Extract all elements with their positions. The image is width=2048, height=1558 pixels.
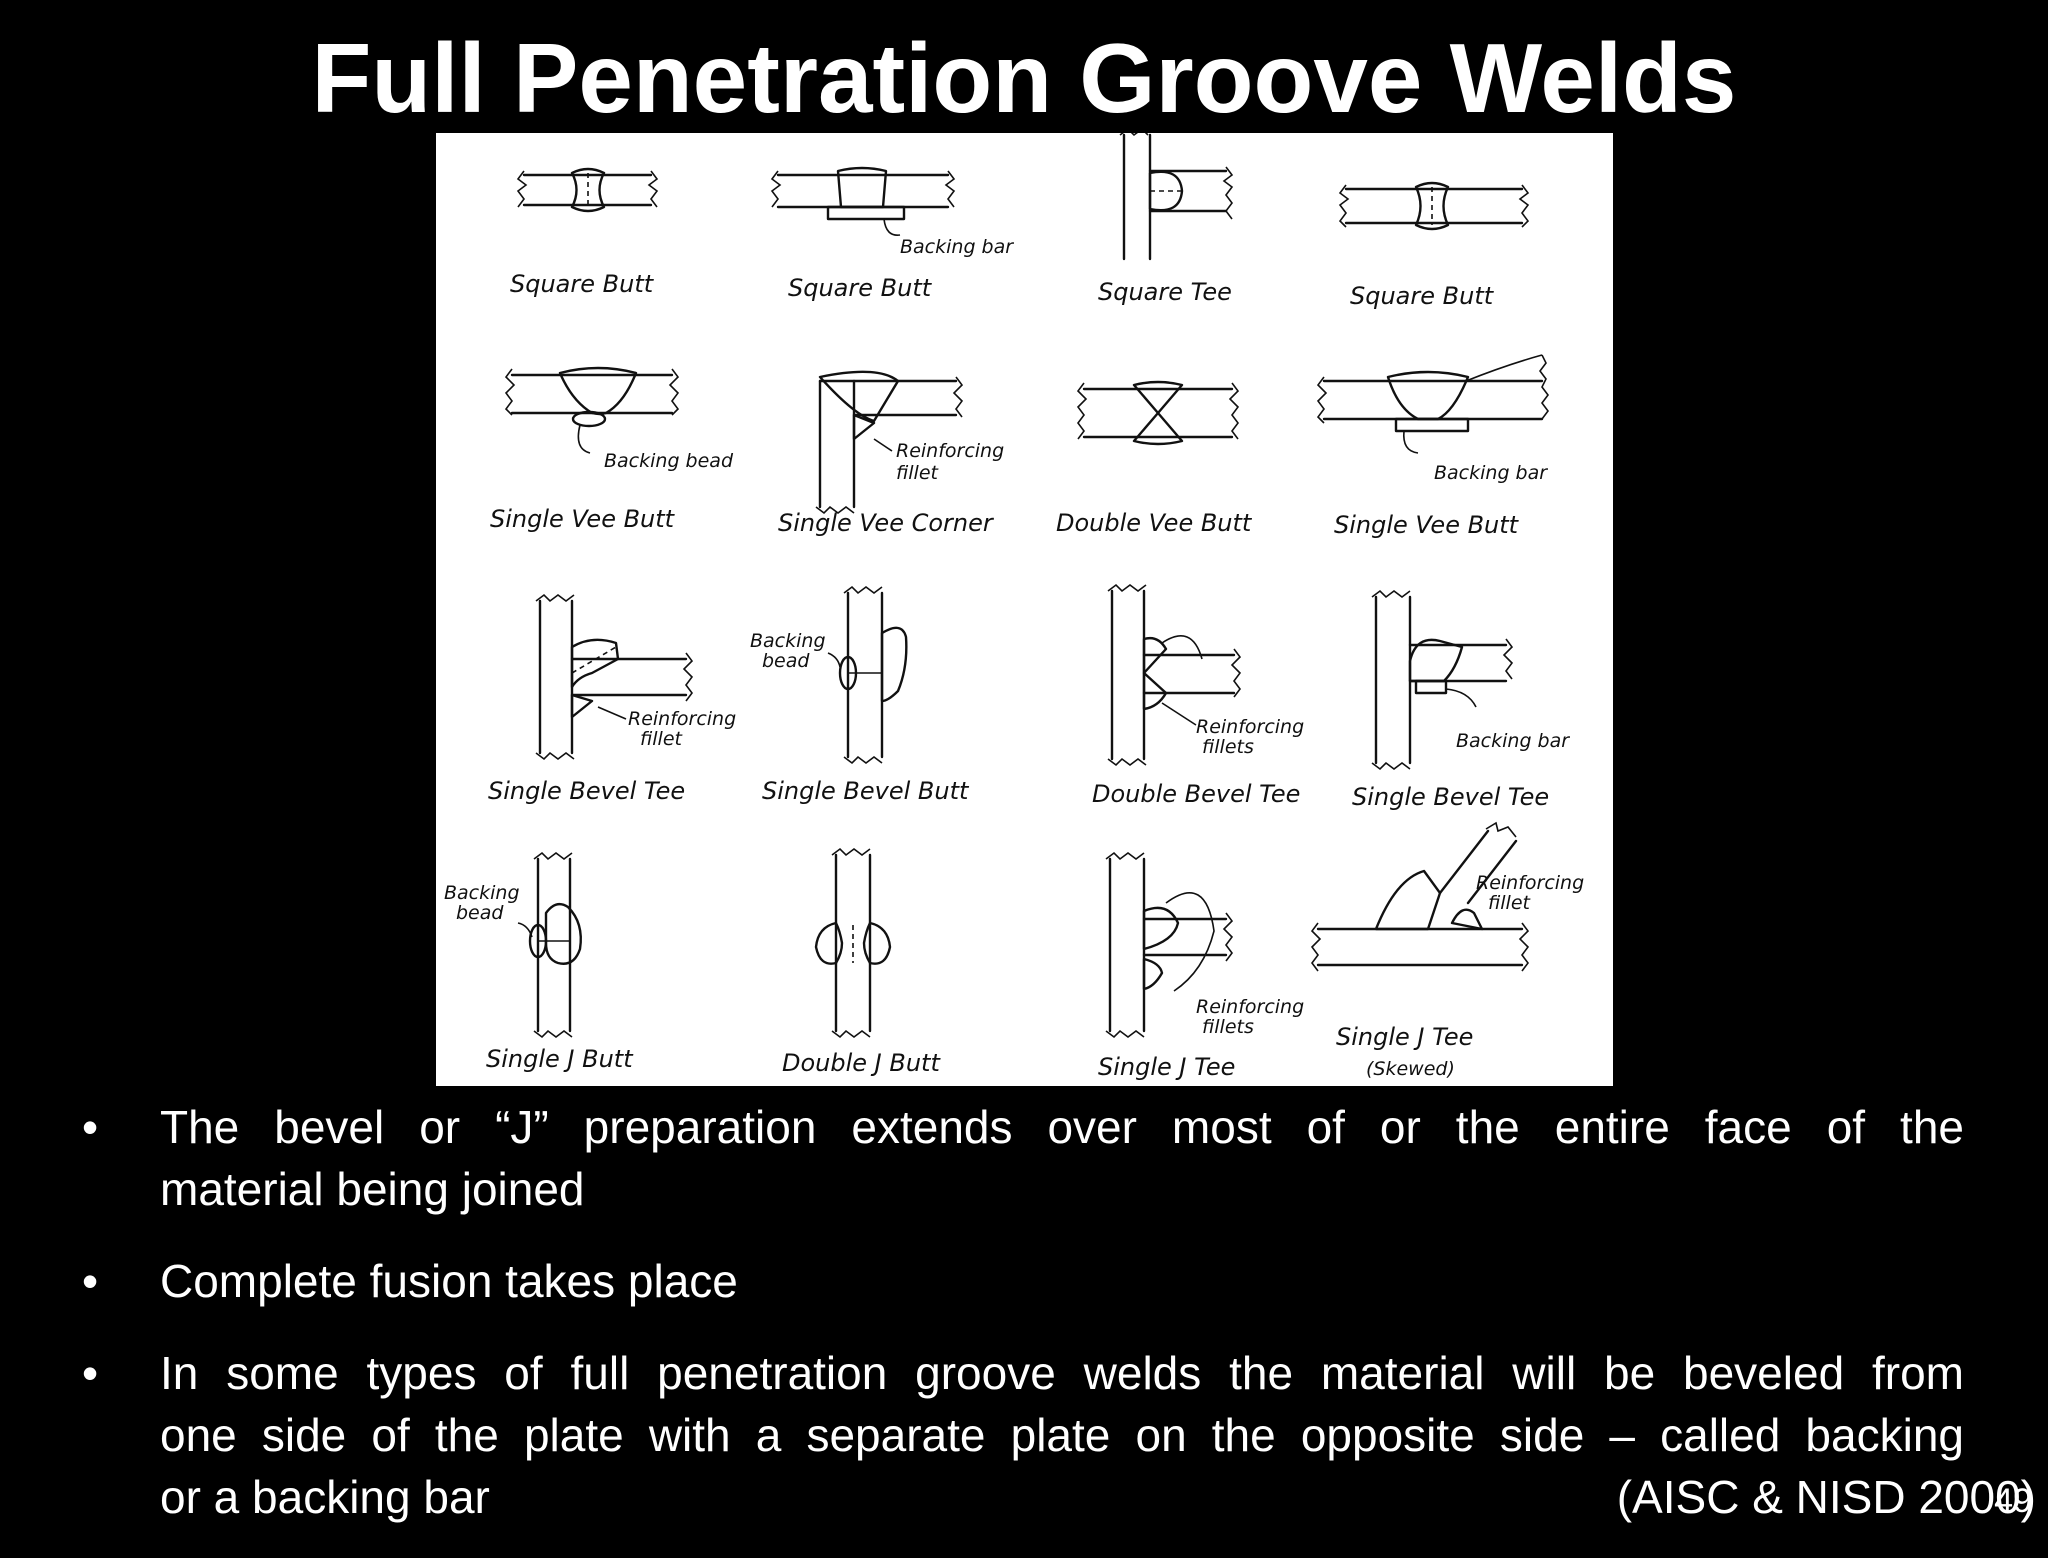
note-fillets-1: fillets bbox=[1202, 736, 1254, 758]
weld-diagram: Square Butt Backing bar Square Butt Squa… bbox=[444, 133, 1584, 1081]
caption-double-bevel-tee: Double Bevel Tee bbox=[1092, 780, 1300, 808]
square-butt-drawing-2 bbox=[1338, 181, 1530, 231]
caption-single-j-tee-1: Single J Tee bbox=[1098, 1053, 1235, 1081]
caption-square-butt-3: Square Butt bbox=[1350, 282, 1495, 310]
page-number: 49 bbox=[1994, 1482, 2032, 1520]
caption-square-tee: Square Tee bbox=[1098, 278, 1232, 306]
note-bead-2: bead bbox=[456, 902, 504, 924]
bullet-list: • The bevel or “J” preparation extends o… bbox=[72, 1096, 2036, 1558]
caption-single-vee-butt-1: Single Vee Butt bbox=[490, 505, 676, 533]
single-bevel-butt-drawing bbox=[827, 585, 908, 765]
square-butt-backing-drawing bbox=[770, 166, 956, 236]
note-reinforcing-5: Reinforcing bbox=[1476, 872, 1584, 894]
caption-single-bevel-butt: Single Bevel Butt bbox=[762, 777, 970, 805]
note-backing-bar-2: Backing bar bbox=[1434, 462, 1548, 484]
note-backing-bar-1: Backing bar bbox=[900, 236, 1014, 258]
caption-double-vee-butt: Double Vee Butt bbox=[1056, 509, 1253, 537]
caption-double-j-butt: Double J Butt bbox=[782, 1049, 941, 1077]
note-backing-2: Backing bbox=[444, 882, 520, 904]
note-backing-bead-1: Backing bead bbox=[604, 450, 734, 472]
caption-single-bevel-tee-2: Single Bevel Tee bbox=[1352, 783, 1549, 811]
bullet-1-line-1: The bevel or “J” preparation extends ove… bbox=[160, 1101, 1964, 1153]
single-vee-butt-bead-drawing bbox=[504, 366, 680, 454]
bullet-item-2: • Complete fusion takes place bbox=[72, 1250, 1964, 1312]
caption-square-butt-2: Square Butt bbox=[788, 274, 933, 302]
single-j-butt-drawing bbox=[517, 851, 582, 1039]
single-j-tee-drawing bbox=[1105, 851, 1234, 1039]
bullet-3-line-1: In some types of full penetration groove… bbox=[160, 1347, 1964, 1399]
single-vee-butt-bar-drawing bbox=[1316, 354, 1549, 454]
caption-single-bevel-tee-1: Single Bevel Tee bbox=[488, 777, 685, 805]
caption-single-vee-butt-2: Single Vee Butt bbox=[1334, 511, 1520, 539]
double-bevel-tee-drawing bbox=[1107, 583, 1242, 767]
note-reinforcing-2: Reinforcing bbox=[628, 708, 736, 730]
double-j-butt-drawing bbox=[814, 847, 892, 1039]
bullet-3-line-2: one side of the plate with a separate pl… bbox=[160, 1409, 1964, 1461]
caption-single-j-tee-skewed: Single J Tee bbox=[1336, 1023, 1473, 1051]
single-j-tee-skewed-drawing bbox=[1310, 821, 1530, 972]
slide-title: Full Penetration Groove Welds bbox=[311, 23, 1737, 133]
citation: (AISC & NISD 2000) bbox=[1616, 1471, 2036, 1523]
note-reinforcing-3: Reinforcing bbox=[1196, 716, 1304, 738]
bullet-2-text: Complete fusion takes place bbox=[160, 1255, 738, 1307]
double-vee-butt-drawing bbox=[1076, 380, 1240, 446]
caption-skewed: (Skewed) bbox=[1366, 1058, 1455, 1080]
caption-single-vee-corner: Single Vee Corner bbox=[778, 509, 995, 537]
bullet-item-3: • In some types of full penetration groo… bbox=[72, 1342, 2036, 1528]
caption-single-j-butt: Single J Butt bbox=[486, 1045, 634, 1073]
note-fillet-1: fillet bbox=[896, 462, 940, 484]
note-fillet-3: fillet bbox=[1488, 892, 1532, 914]
note-fillet-2: fillet bbox=[640, 728, 684, 750]
square-tee-drawing bbox=[1119, 133, 1234, 261]
note-backing-1: Backing bbox=[750, 630, 826, 652]
bullet-dot: • bbox=[82, 1347, 99, 1399]
single-bevel-tee-drawing-1 bbox=[535, 593, 694, 761]
weld-types-figure: Square Butt Backing bar Square Butt Squa… bbox=[436, 133, 1613, 1086]
bullet-1-line-2: material being joined bbox=[160, 1163, 585, 1215]
note-backing-bar-3: Backing bar bbox=[1456, 730, 1570, 752]
bullet-dot: • bbox=[82, 1255, 99, 1307]
caption-square-butt-1: Square Butt bbox=[510, 270, 655, 298]
single-bevel-tee-drawing-2 bbox=[1371, 589, 1514, 771]
single-vee-corner-drawing bbox=[815, 370, 964, 515]
note-bead-1: bead bbox=[762, 650, 810, 672]
bullet-item-1: • The bevel or “J” preparation extends o… bbox=[72, 1096, 1964, 1220]
bullet-3-last-line: or a backing bar (AISC & NISD 2000) bbox=[160, 1466, 2036, 1528]
bullet-3-line-3: or a backing bar bbox=[160, 1471, 490, 1523]
note-fillets-2: fillets bbox=[1202, 1016, 1254, 1038]
bullet-dot: • bbox=[82, 1101, 99, 1153]
note-reinforcing-4: Reinforcing bbox=[1196, 996, 1304, 1018]
square-butt-drawing bbox=[516, 167, 659, 213]
note-reinforcing-1: Reinforcing bbox=[896, 440, 1004, 462]
